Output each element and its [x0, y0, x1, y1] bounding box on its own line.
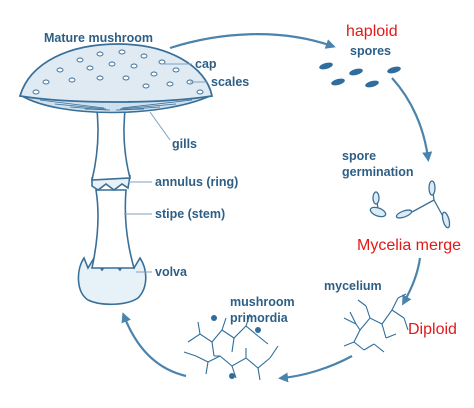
label-leader-lines: [124, 63, 208, 273]
label-primordia-line2: primordia: [230, 311, 289, 325]
cap-shape: [18, 43, 214, 103]
label-cap: cap: [195, 57, 217, 71]
label-spores: spores: [350, 44, 391, 58]
label-stipe: stipe (stem): [155, 207, 225, 221]
label-mycelium: mycelium: [324, 279, 382, 293]
life-cycle-arrows: [121, 33, 433, 383]
primordia-knots: [211, 315, 261, 379]
label-primordia-line1: mushroom: [230, 295, 295, 309]
primordia-illustration: [183, 313, 279, 381]
label-scales: scales: [211, 75, 249, 89]
label-volva: volva: [155, 265, 188, 279]
label-annulus: annulus (ring): [155, 175, 238, 189]
germinating-spores-illustration: [369, 180, 451, 229]
annotation-mycelia-merge: Mycelia merge: [357, 237, 461, 254]
label-spore-germination-line2: germination: [342, 165, 414, 179]
annotation-diploid: Diploid: [408, 321, 457, 338]
arrow-germination-to-mycelium: [402, 257, 422, 306]
stipe-upper-shape: [90, 101, 132, 181]
spores-illustration: [319, 62, 401, 88]
arrow-mycelium-to-primordia: [278, 355, 353, 383]
annotation-haploid: haploid: [346, 23, 398, 40]
label-mature-mushroom: Mature mushroom: [44, 31, 153, 45]
arrow-mushroom-to-spores: [169, 33, 336, 50]
mature-mushroom-illustration: [18, 43, 214, 306]
stipe-lower-shape: [91, 189, 136, 269]
label-gills: gills: [172, 137, 197, 151]
mycelium-illustration: [343, 293, 409, 353]
label-spore-germination-line1: spore: [342, 149, 376, 163]
gill-lines: [39, 99, 193, 111]
cap-scales: [32, 49, 204, 95]
arrow-primordia-to-mushroom: [121, 312, 187, 378]
arrow-spores-to-germination: [391, 77, 433, 162]
